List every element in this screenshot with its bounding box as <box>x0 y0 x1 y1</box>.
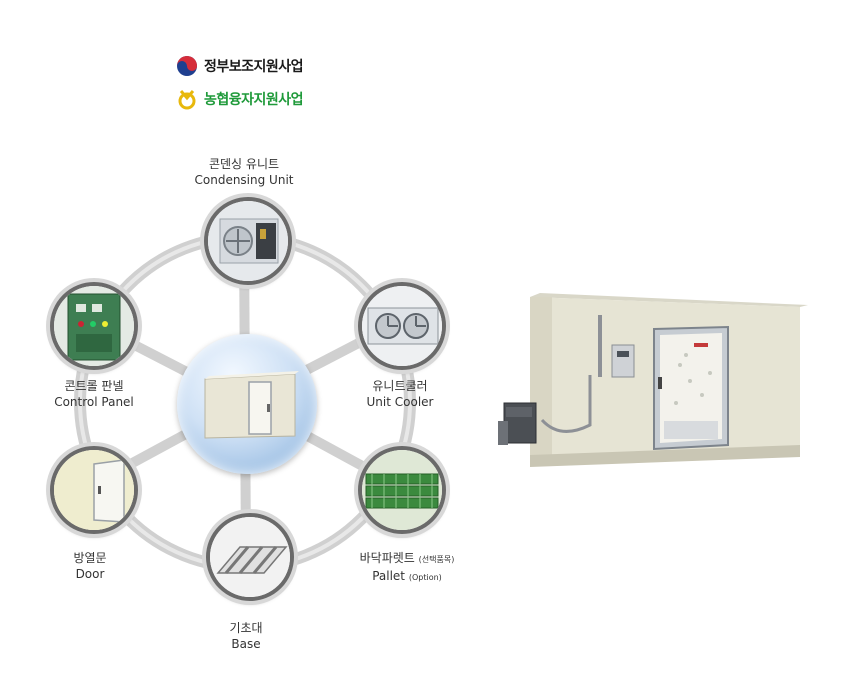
center-cold-room-bubble <box>177 334 317 474</box>
pallet-icon <box>362 450 442 530</box>
cold-storage-room-photo <box>498 293 808 467</box>
unit-cooler-icon <box>362 286 442 366</box>
base-label-ko: 기초대 <box>229 621 263 635</box>
unit-cooler-node <box>358 282 446 370</box>
cold-storage-components-diagram: 콘덴싱 유니트 Condensing Unit 유니트쿨러 Unit Coole… <box>50 150 490 670</box>
base-icon <box>210 517 290 597</box>
door-icon <box>54 450 134 530</box>
pallet-node <box>358 446 446 534</box>
unit-cooler-label-en: Unit Cooler <box>366 395 434 409</box>
control-panel-node <box>50 282 138 370</box>
control-panel-icon <box>54 286 134 366</box>
condensing-unit-node <box>204 197 292 285</box>
pallet-label-en-note: (Option) <box>408 573 442 582</box>
control-panel-label-ko: 콘트롤 판넬 <box>64 379 124 393</box>
door-label-en: Door <box>75 567 105 581</box>
condensing-unit-label-en: Condensing Unit <box>194 173 294 187</box>
condensing-unit-icon <box>208 201 288 281</box>
door-label-ko: 방열문 <box>73 551 107 565</box>
nonghyup-support-logo: 농협융자지원사업 <box>176 88 304 110</box>
condensing-unit-label-ko: 콘덴싱 유니트 <box>208 157 280 171</box>
base-label-en: Base <box>231 637 261 651</box>
control-panel-label-en: Control Panel <box>54 395 134 409</box>
pallet-label-ko-note: (선택품목) <box>418 555 455 564</box>
cold-room-icon <box>204 371 299 439</box>
government-support-text: 정부보조지원사업 <box>204 59 304 75</box>
door-node <box>50 446 138 534</box>
base-node <box>206 513 294 601</box>
taegeuk-icon <box>177 56 197 76</box>
nonghyup-icon <box>178 90 196 110</box>
unit-cooler-label-ko: 유니트쿨러 <box>372 379 428 393</box>
pallet-label-ko: 바닥파렛트 <box>359 551 415 565</box>
pallet-label-en: Pallet <box>372 569 406 583</box>
government-support-logo: 정부보조지원사업 <box>176 55 304 77</box>
nonghyup-support-text: 농협융자지원사업 <box>204 92 304 108</box>
